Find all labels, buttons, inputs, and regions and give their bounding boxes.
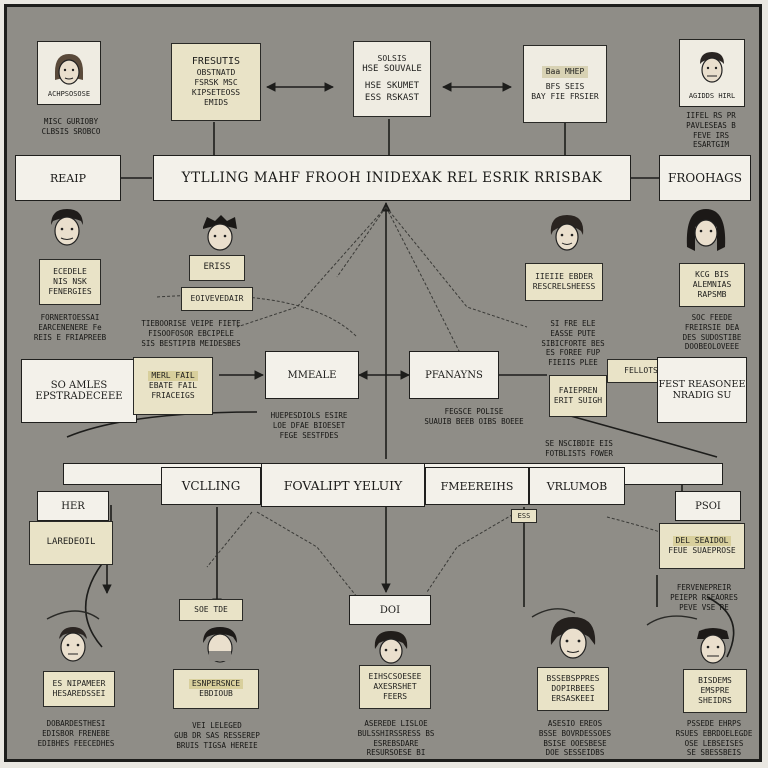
portrait-man-icon — [203, 215, 237, 251]
top-note-right: Baa MHEP BFS SEIS BAY FIE FRSIER — [523, 45, 607, 123]
band2-center-left-box: MMEALE — [265, 351, 359, 399]
portrait-woman-icon — [374, 631, 408, 664]
band3-main-box: FOVALIPT YELUIY — [261, 463, 425, 507]
band2-note-right: FAIEPREN ERIT SUIGH — [549, 375, 607, 417]
person-card-caption: ACHPSOSOSE — [47, 90, 91, 98]
band3-mid-box: FMEEREIHS — [425, 467, 529, 505]
band1-left-box: REAIP — [15, 155, 121, 201]
band3-right-box: VRLUMOB — [529, 467, 625, 505]
band3-left-note: LAREDEOIL — [29, 521, 113, 565]
band2-left-box: SO AMLES EPSTRADECEEE — [21, 359, 137, 423]
portrait-woman-icon — [550, 215, 584, 251]
band1-right-box: FROOHAGS — [659, 155, 751, 201]
band3-left-top-box: HER — [37, 491, 109, 521]
portrait-woman-icon — [55, 54, 83, 85]
band2-note-left: MERL FAIL EBATE FAIL FRIACEIGS — [133, 357, 213, 415]
band3-right-top-box: PSOI — [675, 491, 741, 521]
portrait-woman-icon — [550, 617, 596, 659]
band1-main-box: YTLLING MAHF FROOH INIDEXAK REL ESRIK RR… — [153, 155, 631, 201]
portrait-man-icon — [700, 52, 724, 83]
band3-left-box: VCLLING — [161, 467, 261, 505]
bottom-tag-b: SOE TDE — [179, 599, 243, 621]
person-card-top-right: AGIDDS HIRL — [679, 39, 745, 107]
top-note-left: FRESUTIS OBSTNATD FSRSK MSC KIPSETEOSS E… — [171, 43, 261, 121]
row2-note-2: ERISS — [189, 255, 245, 281]
portrait-man-icon — [59, 627, 87, 662]
portrait-man-icon — [51, 209, 83, 246]
bottom-center-box: DOI — [349, 595, 431, 625]
band3-tiny-tag: ESS — [511, 509, 537, 523]
person-card-top-left: ACHPSOSOSE — [37, 41, 101, 105]
band3-right-note: DEL SEAIDOL FEUE SUAEPROSE — [659, 523, 745, 569]
row2-note-2b: EOIVEVEDAIR — [181, 287, 253, 311]
portrait-man-icon — [203, 627, 237, 663]
band2-center-right-box: PFANAYNS — [409, 351, 499, 399]
person-card-caption: AGIDDS HIRL — [688, 92, 736, 100]
band2-right-box: FEST REASONEE NRADIG SU — [657, 357, 747, 423]
portrait-man-icon — [697, 628, 729, 664]
top-note-center: SOLSIS HSE SOUVALE HSE SKUMET ESS RSKAST — [353, 41, 431, 117]
portrait-woman-icon — [686, 209, 726, 251]
